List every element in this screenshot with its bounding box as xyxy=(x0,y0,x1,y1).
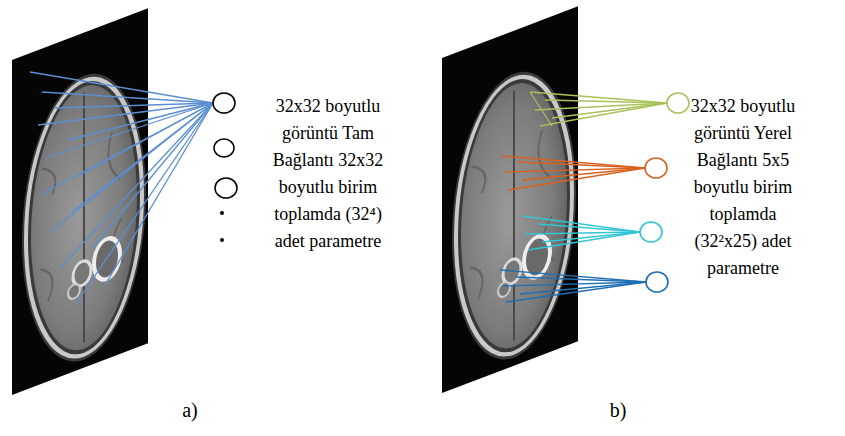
panel-label: b) xyxy=(598,398,638,422)
local-connections xyxy=(530,92,667,126)
full-connections xyxy=(30,72,213,305)
description-text: 32x32 boyutlu görüntü Yerel Bağlantı 5x5… xyxy=(679,93,807,282)
local-connections xyxy=(522,216,640,250)
mri-sheet xyxy=(442,6,578,393)
unit-circles xyxy=(640,93,689,292)
mri-sheet xyxy=(12,8,148,395)
local-connections xyxy=(500,270,646,302)
description-text: 32x32 boyutlu görüntü Tam Bağlantı 32x32… xyxy=(264,93,392,255)
local-connections xyxy=(502,156,645,190)
unit-circles xyxy=(213,93,237,198)
ellipsis-dots xyxy=(220,211,224,242)
patch-edge xyxy=(530,92,552,126)
panel-label: a) xyxy=(170,398,210,422)
